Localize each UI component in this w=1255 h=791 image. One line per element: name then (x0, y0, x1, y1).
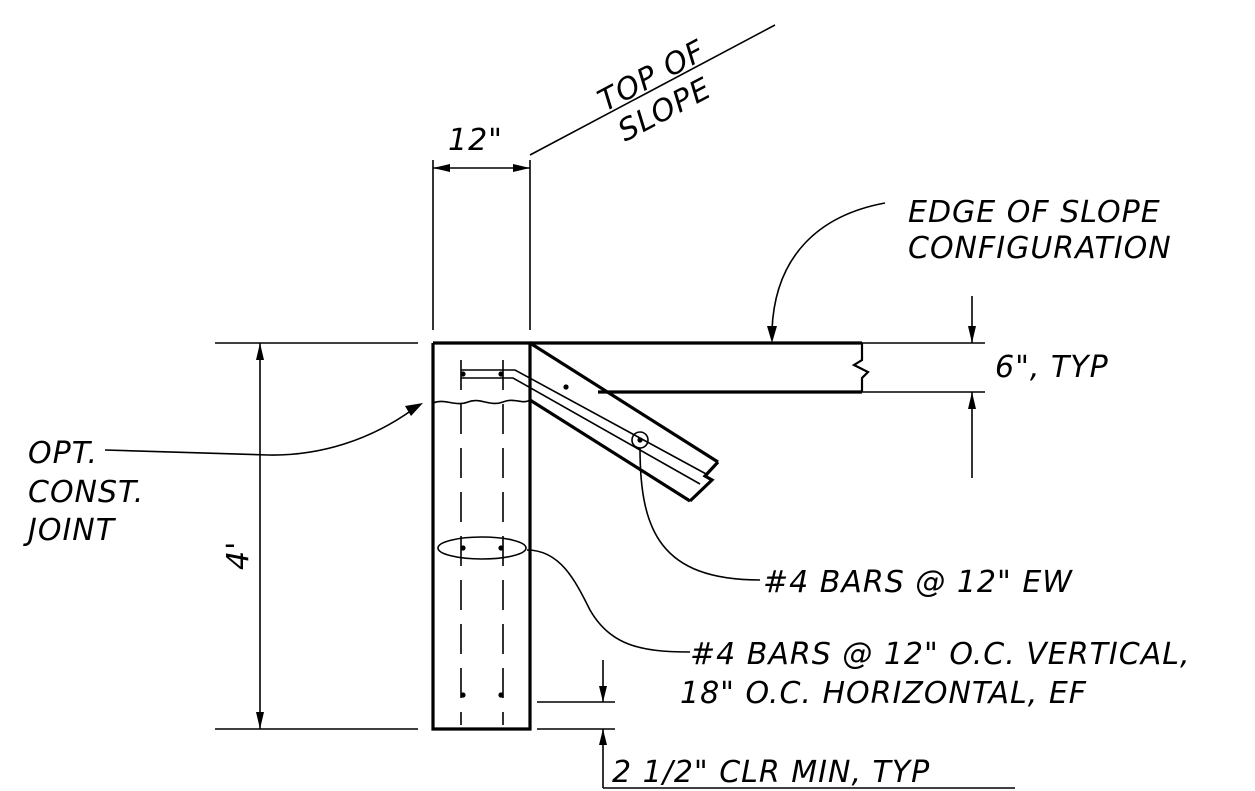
label-bars-ew: #4 BARS @ 12" EW (763, 565, 1073, 600)
vertical-rebar (460, 360, 504, 725)
label-bars-vertical-1: #4 BARS @ 12" O.C. VERTICAL, (690, 637, 1191, 672)
dim-4-ft (215, 342, 418, 730)
dim-6-inch (862, 296, 985, 478)
label-dim-12: 12" (448, 123, 503, 158)
rebar-callout-ellipse (437, 536, 527, 560)
label-dim-6: 6", TYP (995, 350, 1109, 385)
rebar-dots (460, 371, 649, 698)
label-opt-2: CONST. (28, 475, 144, 510)
label-edge-of-slope-2: CONFIGURATION (908, 231, 1172, 266)
label-dim-4: 4' (221, 541, 256, 570)
dim-12-inch (432, 24, 776, 330)
label-edge-of-slope-1: EDGE OF SLOPE (908, 195, 1161, 230)
label-opt-1: OPT. (28, 436, 98, 471)
construction-joint-line (432, 399, 531, 405)
wall-outline (431, 341, 870, 731)
label-opt-3: JOINT (23, 513, 117, 548)
dim-clear-cover (537, 660, 1015, 789)
sloped-rebar (461, 369, 709, 485)
label-bars-vertical-2: 18" O.C. HORIZONTAL, EF (680, 676, 1087, 711)
labels: TOP OF SLOPE 12" EDGE OF SLOPE CONFIGURA… (23, 33, 1191, 790)
label-clear-cover: 2 1/2" CLR MIN, TYP (612, 755, 930, 790)
leaders (104, 202, 886, 653)
